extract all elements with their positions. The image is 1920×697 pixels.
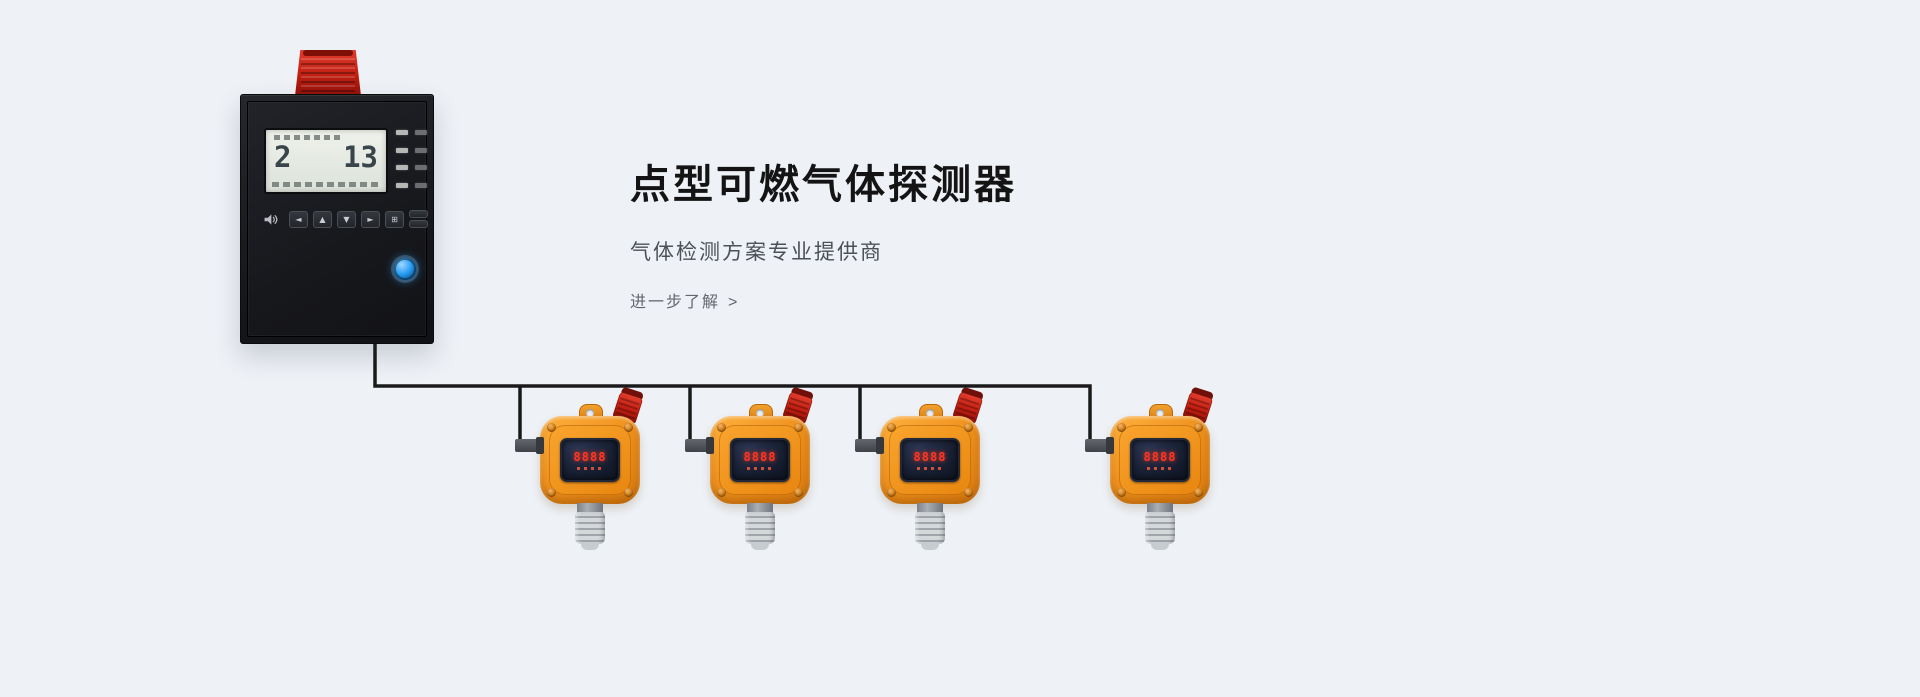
lcd-reading-value: 13 [343, 140, 378, 174]
detector-reading: 8888 [913, 450, 947, 464]
sensor-neck [917, 503, 943, 514]
buzzer-icon [264, 213, 278, 225]
mount-hole [586, 409, 594, 417]
detector-body: 8888 [1110, 416, 1210, 504]
gas-detector-1: 8888 [515, 386, 665, 552]
status-led [415, 165, 427, 171]
bolt [1194, 488, 1203, 497]
sensor-neck [1147, 503, 1173, 514]
detector-display: 8888 [560, 438, 620, 482]
cable-gland [855, 437, 884, 454]
bolt [624, 488, 633, 497]
mount-hole [756, 409, 764, 417]
detector-reading: 8888 [573, 450, 607, 464]
panel-button-right[interactable]: ► [361, 210, 380, 228]
subtitle: 气体检测方案专业提供商 [630, 241, 883, 264]
cable-gland [515, 437, 544, 454]
bolt [547, 423, 556, 432]
detector-reading: 8888 [1143, 450, 1177, 464]
gas-sensor-head [1145, 512, 1175, 550]
chevron-right-icon: > [728, 294, 740, 311]
controller-keypad: ◄ ▲ ▼ ► ⊞ [262, 210, 428, 228]
lcd-info-row [272, 182, 380, 187]
bolt [1117, 423, 1126, 432]
panel-button-menu[interactable]: ⊞ [385, 210, 404, 228]
detector-body: 8888 [710, 416, 810, 504]
lcd-status-row [274, 135, 342, 140]
learn-more-link[interactable]: 进一步了解 > [630, 288, 739, 312]
bolt [887, 488, 896, 497]
status-led [396, 182, 408, 188]
gas-detector-2: 8888 [685, 386, 835, 552]
detector-display: 8888 [900, 438, 960, 482]
status-led [415, 182, 427, 188]
sensor-neck [747, 503, 773, 514]
gas-sensor-head [575, 512, 605, 550]
learn-more-label: 进一步了解 [630, 294, 721, 311]
gas-detector-3: 8888 [855, 386, 1005, 552]
panel-button-down[interactable]: ▼ [337, 210, 356, 228]
mount-hole [1156, 409, 1164, 417]
detector-indicator-dots [1147, 467, 1173, 470]
bolt [1117, 488, 1126, 497]
controller-lcd: 2 13 [264, 128, 388, 194]
bolt [717, 423, 726, 432]
detector-body: 8888 [540, 416, 640, 504]
bolt [794, 488, 803, 497]
controller-alarm-light [295, 50, 361, 96]
bolt [717, 488, 726, 497]
page-title: 点型可燃气体探测器 [630, 163, 1017, 207]
gas-sensor-head [745, 512, 775, 550]
bolt [887, 423, 896, 432]
hero-copy: 点型可燃气体探测器 气体检测方案专业提供商 进一步了解 > [630, 152, 1017, 312]
gas-sensor-head [915, 512, 945, 550]
detector-indicator-dots [577, 467, 603, 470]
mount-hole [926, 409, 934, 417]
cable-gland [685, 437, 714, 454]
door-lock-button[interactable] [394, 258, 416, 280]
gas-detector-4: 8888 [1085, 386, 1235, 552]
function-button[interactable] [409, 210, 428, 218]
controller-door: 2 13 [247, 101, 428, 337]
status-led [415, 130, 427, 135]
detector-display: 8888 [1130, 438, 1190, 482]
detector-indicator-dots [747, 467, 773, 470]
detector-indicator-dots [917, 467, 943, 470]
panel-button-up[interactable]: ▲ [313, 210, 332, 228]
function-button-stack [409, 210, 428, 228]
bolt [547, 488, 556, 497]
status-led [396, 165, 408, 171]
controller-cabinet: 2 13 [240, 94, 434, 344]
gas-alarm-controller: 2 13 [240, 50, 434, 344]
cable-gland [1085, 437, 1114, 454]
bolt [794, 423, 803, 432]
bolt [624, 423, 633, 432]
status-led [396, 130, 408, 135]
bolt [964, 423, 973, 432]
panel-button-back[interactable]: ◄ [289, 210, 308, 228]
sensor-neck [577, 503, 603, 514]
status-led [415, 147, 427, 153]
detector-display: 8888 [730, 438, 790, 482]
bolt [964, 488, 973, 497]
function-button[interactable] [409, 220, 428, 228]
detector-body: 8888 [880, 416, 980, 504]
lcd-channel-value: 2 [274, 140, 292, 174]
bolt [1194, 423, 1203, 432]
status-led-block [396, 130, 428, 188]
status-led [396, 147, 408, 153]
detector-reading: 8888 [743, 450, 777, 464]
